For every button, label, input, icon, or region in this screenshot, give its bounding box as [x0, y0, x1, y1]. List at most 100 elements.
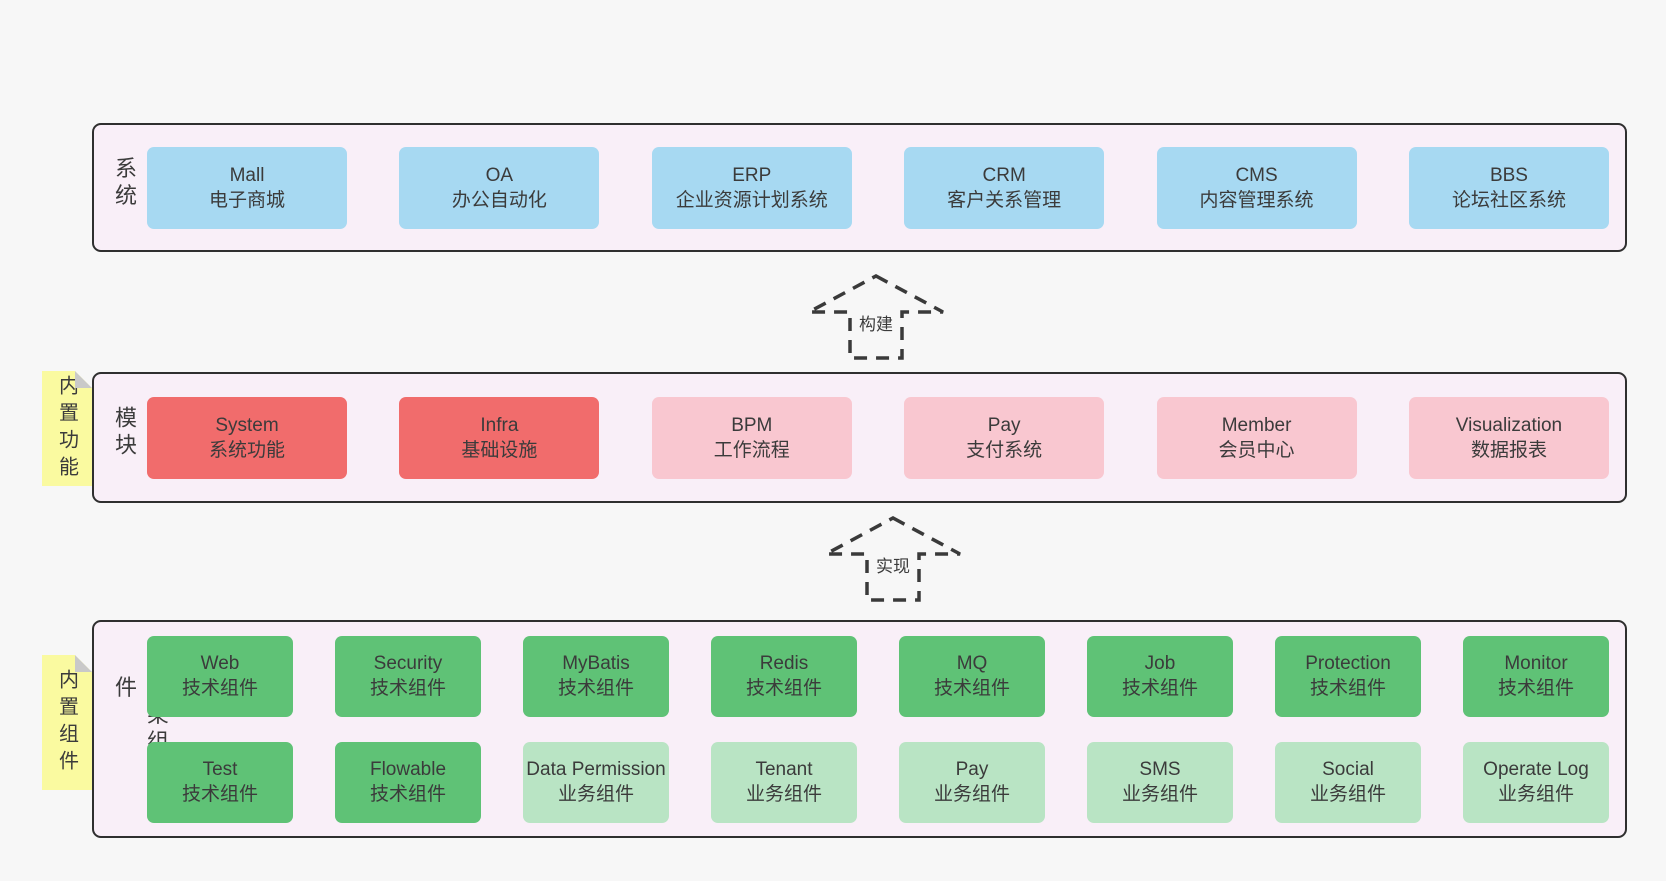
sticky-note-text: 内置功能 — [55, 374, 78, 483]
card-infra: Infra 基础设施 — [399, 396, 600, 479]
card-visualization: Visualization 数据报表 — [1408, 396, 1609, 479]
card-monitor: Monitor 技术组件 — [1463, 635, 1609, 717]
card-subtitle: 技术组件 — [369, 784, 446, 805]
sticky-note-text: 内置组件 — [55, 668, 78, 777]
card-title: System — [215, 414, 279, 436]
card-subtitle: 业务组件 — [1309, 784, 1386, 805]
card-erp: ERP 企业资源计划系统 — [651, 146, 852, 229]
card-web: Web 技术组件 — [147, 635, 293, 717]
card-mybatis: MyBatis 技术组件 — [523, 635, 669, 717]
card-title: Pay — [955, 759, 989, 780]
card-subtitle: 基础设施 — [461, 439, 538, 461]
card-subtitle: 论坛社区系统 — [1451, 189, 1566, 211]
card-subtitle: 办公自动化 — [451, 189, 547, 211]
card-title: MyBatis — [562, 653, 630, 674]
card-subtitle: 业务组件 — [933, 784, 1010, 805]
card-title: Monitor — [1504, 653, 1568, 674]
card-oa: OA 办公自动化 — [399, 146, 600, 229]
card-title: Flowable — [369, 759, 447, 780]
card-system: System 系统功能 — [147, 396, 347, 479]
card-title: BBS — [1489, 164, 1528, 186]
card-title: Visualization — [1455, 414, 1563, 436]
folded-corner-icon — [75, 655, 92, 672]
card-subtitle: 技术组件 — [1309, 678, 1386, 699]
card-operate-log: Operate Log 业务组件 — [1463, 741, 1609, 823]
implement-arrow: 实现 — [823, 515, 963, 603]
card-subtitle: 客户关系管理 — [947, 189, 1062, 211]
card-title: SMS — [1139, 759, 1181, 780]
card-bbs: BBS 论坛社区系统 — [1408, 146, 1609, 229]
card-pay: Pay 支付系统 — [904, 396, 1105, 479]
card-bpm: BPM 工作流程 — [651, 396, 852, 479]
sticky-note-builtin-components: 内置组件 — [42, 655, 92, 790]
card-crm: CRM 客户关系管理 — [904, 146, 1105, 229]
card-subtitle: 技术组件 — [933, 678, 1010, 699]
card-subtitle: 技术组件 — [369, 678, 446, 699]
card-tenant: Tenant 业务组件 — [711, 741, 857, 823]
card-title: Protection — [1305, 653, 1391, 674]
card-title: Infra — [480, 414, 519, 436]
card-sms: SMS 业务组件 — [1087, 741, 1233, 823]
card-flowable: Flowable 技术组件 — [335, 741, 481, 823]
framework-components-grid: Web 技术组件 Security 技术组件 MyBatis 技术组件 Redi… — [147, 622, 1609, 836]
card-member: Member 会员中心 — [1156, 396, 1357, 479]
build-arrow-label: 构建 — [856, 310, 896, 335]
build-arrow: 构建 — [806, 273, 946, 361]
card-social: Social 业务组件 — [1275, 741, 1421, 823]
section-common-modules: 通用模块 System 系统功能 Infra 基础设施 BPM 工作流程 Pay… — [92, 372, 1627, 503]
card-title: CMS — [1235, 164, 1278, 186]
card-protection: Protection 技术组件 — [1275, 635, 1421, 717]
card-subtitle: 企业资源计划系统 — [675, 189, 828, 211]
card-title: Redis — [759, 653, 809, 674]
dashed-up-arrow-icon — [825, 516, 961, 602]
card-title: BPM — [731, 414, 773, 436]
card-subtitle: 业务组件 — [1121, 784, 1198, 805]
sticky-note-builtin-features: 内置功能 — [42, 371, 92, 486]
card-redis: Redis 技术组件 — [711, 635, 857, 717]
card-subtitle: 会员中心 — [1218, 439, 1295, 461]
card-title: Job — [1144, 653, 1176, 674]
card-subtitle: 系统功能 — [208, 439, 285, 461]
card-title: Data Permission — [526, 759, 666, 780]
card-title: Mall — [229, 164, 265, 186]
card-title: Security — [373, 653, 443, 674]
card-pay-biz: Pay 业务组件 — [899, 741, 1045, 823]
common-modules-row: System 系统功能 Infra 基础设施 BPM 工作流程 Pay 支付系统… — [147, 374, 1609, 501]
card-title: OA — [485, 164, 514, 186]
card-cms: CMS 内容管理系统 — [1156, 146, 1357, 229]
card-title: Pay — [987, 414, 1021, 436]
card-subtitle: 业务组件 — [745, 784, 822, 805]
card-subtitle: 业务组件 — [557, 784, 634, 805]
business-systems-row: Mall 电子商城 OA 办公自动化 ERP 企业资源计划系统 CRM 客户关系… — [147, 125, 1609, 250]
section-business-systems: 业务系统 Mall 电子商城 OA 办公自动化 ERP 企业资源计划系统 CRM… — [92, 123, 1627, 252]
card-test: Test 技术组件 — [147, 741, 293, 823]
card-subtitle: 技术组件 — [181, 784, 258, 805]
card-title: Test — [202, 759, 238, 780]
card-subtitle: 支付系统 — [966, 439, 1043, 461]
card-title: Tenant — [755, 759, 813, 780]
card-title: ERP — [732, 164, 772, 186]
card-title: Web — [200, 653, 240, 674]
dashed-up-arrow-icon — [808, 274, 944, 360]
implement-arrow-label: 实现 — [873, 552, 913, 577]
card-job: Job 技术组件 — [1087, 635, 1233, 717]
card-title: MQ — [956, 653, 988, 674]
card-subtitle: 电子商城 — [208, 189, 285, 211]
card-title: Member — [1221, 414, 1292, 436]
card-title: Social — [1322, 759, 1374, 780]
section-framework-components: 框架组件 Web 技术组件 Security 技术组件 MyBatis 技术组件… — [92, 620, 1627, 838]
card-subtitle: 业务组件 — [1497, 784, 1574, 805]
card-security: Security 技术组件 — [335, 635, 481, 717]
card-subtitle: 技术组件 — [1121, 678, 1198, 699]
card-title: Operate Log — [1483, 759, 1589, 780]
framework-row-1: Web 技术组件 Security 技术组件 MyBatis 技术组件 Redi… — [147, 635, 1609, 717]
card-subtitle: 内容管理系统 — [1199, 189, 1314, 211]
card-subtitle: 技术组件 — [181, 678, 258, 699]
framework-row-2: Test 技术组件 Flowable 技术组件 Data Permission … — [147, 741, 1609, 823]
card-subtitle: 数据报表 — [1470, 439, 1547, 461]
folded-corner-icon — [75, 371, 92, 388]
card-title: CRM — [982, 164, 1026, 186]
card-subtitle: 技术组件 — [1497, 678, 1574, 699]
card-mall: Mall 电子商城 — [147, 146, 347, 229]
